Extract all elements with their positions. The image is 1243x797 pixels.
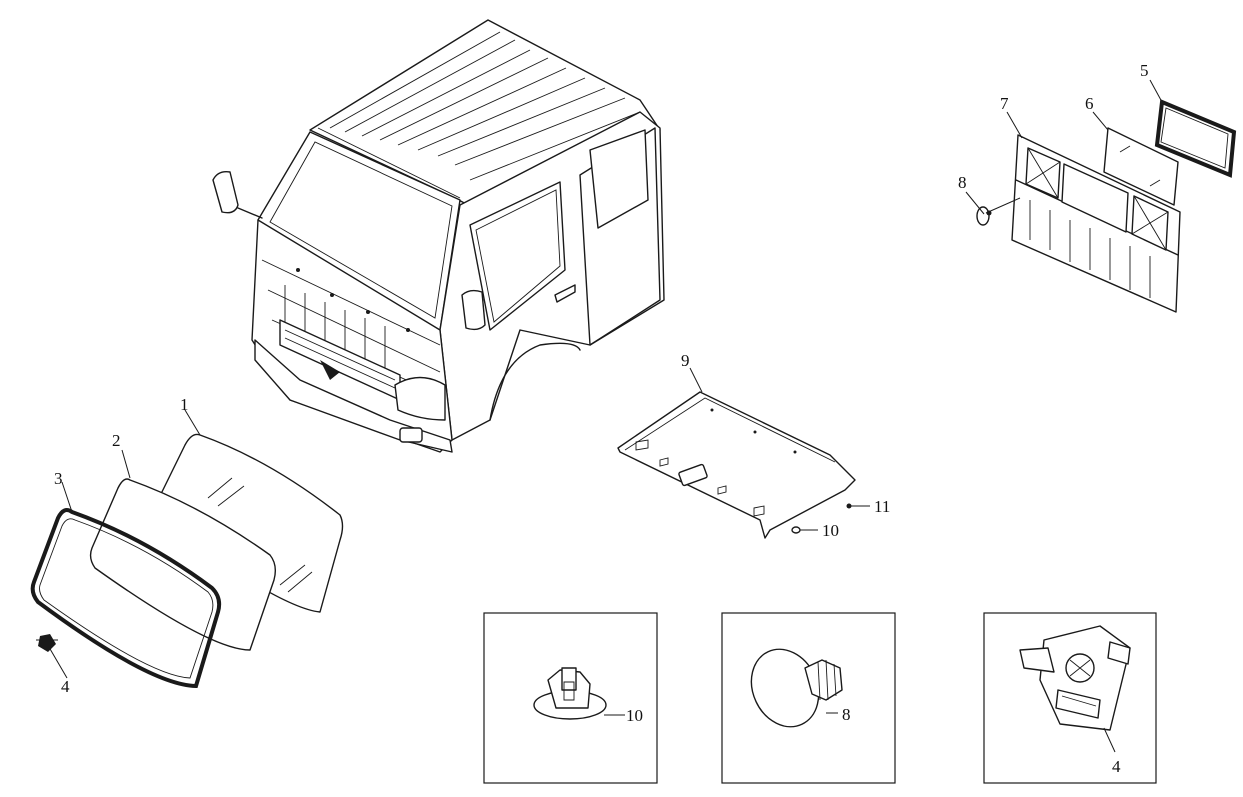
windshield-glass [156, 433, 344, 613]
callout-5: 5 [1140, 61, 1149, 80]
callout-4-detail: 4 [1112, 757, 1121, 776]
callout-11: 11 [874, 497, 890, 516]
callout-10: 10 [822, 521, 839, 540]
detail-box-plug-8 [721, 612, 896, 784]
rear-window-glass [1103, 127, 1179, 206]
callout-10-detail: 10 [626, 706, 643, 725]
callout-8: 8 [958, 173, 967, 192]
detail-clip-10 [533, 667, 607, 720]
callout-3: 3 [54, 469, 63, 488]
windshield-outer-seal [30, 508, 222, 689]
detail-box-clip-4 [983, 612, 1157, 784]
detail-box-clip-10 [483, 612, 658, 784]
callout-2: 2 [112, 431, 121, 450]
callout-6: 6 [1085, 94, 1094, 113]
callout-1: 1 [180, 395, 189, 414]
callout-8-detail: 8 [842, 705, 851, 724]
detail-plug-8 [750, 648, 843, 728]
headliner [617, 391, 856, 539]
callout-9: 9 [681, 351, 690, 370]
detail-clip-4 [1019, 625, 1131, 731]
plug-small [976, 206, 992, 226]
rear-panel [1011, 134, 1181, 313]
truck-cab [212, 19, 665, 453]
callout-4: 4 [61, 677, 70, 696]
callout-7: 7 [1000, 94, 1009, 113]
rear-window-seal [1154, 99, 1237, 178]
windshield-inner-seal [89, 478, 277, 651]
leader-lines [45, 79, 1163, 753]
